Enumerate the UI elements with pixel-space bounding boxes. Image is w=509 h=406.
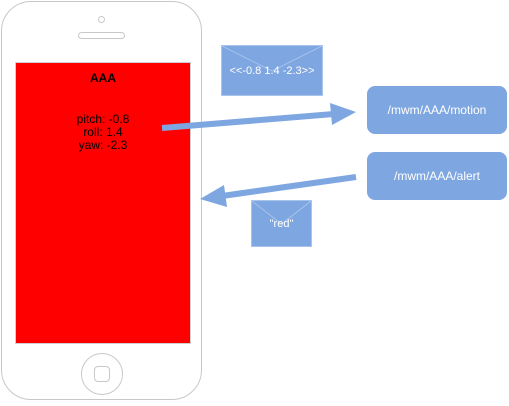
topic-motion: /mwm/AAA/motion	[367, 86, 507, 134]
motion-message-text: <<-0.8 1.4 -2.3>>	[229, 64, 315, 77]
alert-message-text: "red"	[269, 217, 294, 230]
reading-roll: roll: 1.4	[83, 125, 123, 139]
reading-pitch: pitch: -0.8	[76, 112, 130, 126]
home-button[interactable]	[81, 353, 123, 395]
camera-icon	[98, 16, 105, 23]
phone-device: AAA pitch: -0.8 roll: 1.4 yaw: -2.3	[1, 1, 202, 400]
topic-alert: /mwm/AAA/alert	[367, 152, 507, 200]
sensor-readings: pitch: -0.8 roll: 1.4 yaw: -2.3	[16, 113, 190, 152]
phone-screen: AAA pitch: -0.8 roll: 1.4 yaw: -2.3	[15, 62, 191, 344]
motion-message-envelope: <<-0.8 1.4 -2.3>>	[221, 45, 323, 96]
speaker-icon	[78, 32, 125, 39]
alert-message-envelope: "red"	[251, 200, 312, 247]
home-square-icon	[94, 366, 110, 382]
envelope-icon	[222, 46, 322, 72]
screen-title: AAA	[90, 71, 116, 85]
envelope-icon	[252, 201, 311, 225]
reading-yaw: yaw: -2.3	[78, 138, 128, 152]
